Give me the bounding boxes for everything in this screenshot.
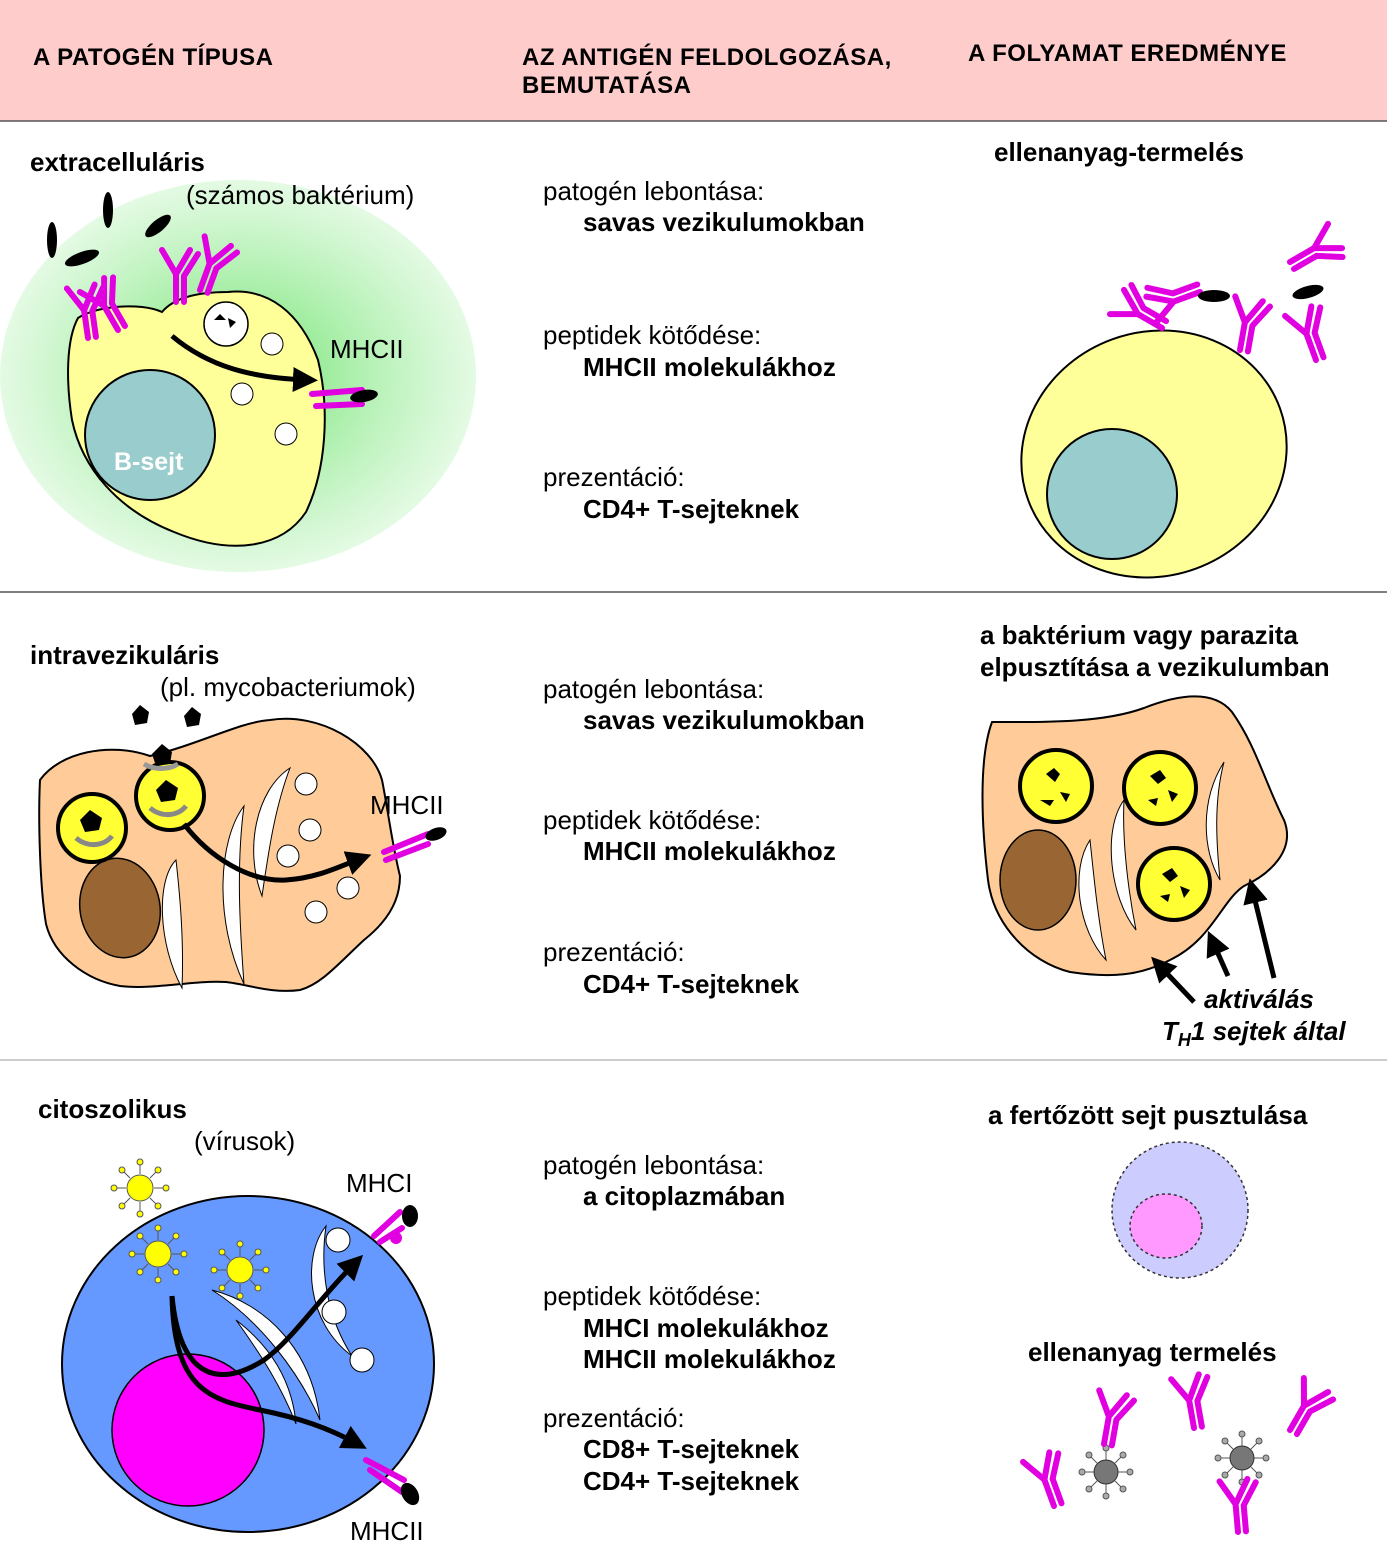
pathogen-examples-bacteria: (számos baktérium): [186, 180, 415, 210]
pathogen-type-cytosolic: citoszolikus: [38, 1094, 187, 1124]
th1-t: T: [1162, 1016, 1178, 1046]
plasma-cell-nucleus: [1046, 428, 1178, 560]
mhcii-label-2: MHCII: [370, 790, 444, 820]
mhcii-label-1: MHCII: [330, 334, 404, 364]
presentation-label-2: prezentáció:: [543, 937, 685, 967]
th1-rest: 1 sejtek által: [1190, 1016, 1346, 1046]
mhci-label: MHCI: [346, 1168, 413, 1198]
th1-subscript: H: [1177, 1030, 1191, 1051]
presentation-label-1: prezentáció:: [543, 462, 685, 492]
mhcii-molecule-1: [309, 387, 378, 409]
mhcii-molecule-2: [381, 827, 447, 863]
b-cell-illustration: [0, 180, 476, 572]
presentation-value-3b: CD4+ T-sejteknek: [583, 1466, 800, 1496]
degradation-label-1: patogén lebontása:: [543, 176, 765, 206]
header-band: [0, 0, 1387, 121]
header-antigen-processing-line1: AZ ANTIGÉN FELDOLGOZÁSA,: [522, 44, 892, 71]
binding-label-1: peptidek kötődése:: [543, 320, 762, 350]
infected-cell-nucleus: [111, 1353, 265, 1507]
macrophage-nucleus: [78, 857, 162, 959]
result-antibody-production-2: ellenanyag termelés: [1028, 1337, 1277, 1367]
presentation-value-2: CD4+ T-sejteknek: [583, 969, 800, 999]
degradation-label-3: patogén lebontása:: [543, 1150, 765, 1180]
mhcii-molecule-3: [363, 1457, 420, 1506]
pathogen-examples-mycobacteria: (pl. mycobacteriumok): [160, 672, 416, 702]
binding-value-1: MHCII molekulákhoz: [583, 352, 836, 382]
binding-value-3b: MHCII molekulákhoz: [583, 1344, 836, 1374]
degradation-value-2: savas vezikulumokban: [583, 705, 865, 735]
degradation-label-2: patogén lebontása:: [543, 674, 765, 704]
result-vesicle-killing-line2: elpusztítása a vezikulumban: [980, 652, 1330, 682]
degradation-value-1: savas vezikulumokban: [583, 207, 865, 237]
binding-value-3a: MHCI molekulákhoz: [583, 1313, 829, 1343]
header-pathogen-type: A PATOGÉN TÍPUSA: [33, 44, 274, 71]
result-antibody-production: ellenanyag-termelés: [994, 137, 1245, 167]
mhci-molecule: [371, 1205, 418, 1245]
macrophage-nucleus-2: [999, 829, 1077, 931]
pathogen-type-intravesicular: intravezikuláris: [30, 640, 220, 670]
dying-cell-illustration: [1111, 1141, 1249, 1279]
pathogen-type-extracellular: extracelluláris: [30, 147, 205, 177]
binding-label-3: peptidek kötődése:: [543, 1281, 762, 1311]
presentation-value-1: CD4+ T-sejteknek: [583, 494, 800, 524]
vesicle-killing-illustration: [981, 695, 1288, 1004]
antibody-production-illustration: [1020, 224, 1346, 579]
th1-cells-label: TH1 sejtek által: [1162, 1016, 1346, 1055]
pathogen-examples-viruses: (vírusok): [194, 1126, 296, 1156]
degradation-value-3: a citoplazmában: [583, 1181, 786, 1211]
activation-label: aktiválás: [1204, 984, 1314, 1014]
binding-label-2: peptidek kötődése:: [543, 805, 762, 835]
binding-value-2: MHCII molekulákhoz: [583, 836, 836, 866]
result-cell-death: a fertőzött sejt pusztulása: [988, 1100, 1308, 1130]
antibody-virus-complex-illustration: [1023, 1373, 1335, 1533]
result-vesicle-killing-line1: a baktérium vagy parazita: [980, 620, 1298, 650]
infected-cell-illustration: [61, 1158, 435, 1533]
b-cell-nucleus: [84, 369, 216, 501]
macrophage-illustration: [38, 705, 447, 992]
presentation-label-3: prezentáció:: [543, 1403, 685, 1433]
mhcii-label-3: MHCII: [350, 1516, 424, 1546]
header-antigen-processing-line2: BEMUTATÁSA: [522, 72, 692, 99]
b-cell-label: B-sejt: [114, 448, 184, 476]
presentation-value-3a: CD8+ T-sejteknek: [583, 1434, 800, 1464]
header-result: A FOLYAMAT EREDMÉNYE: [968, 40, 1287, 67]
